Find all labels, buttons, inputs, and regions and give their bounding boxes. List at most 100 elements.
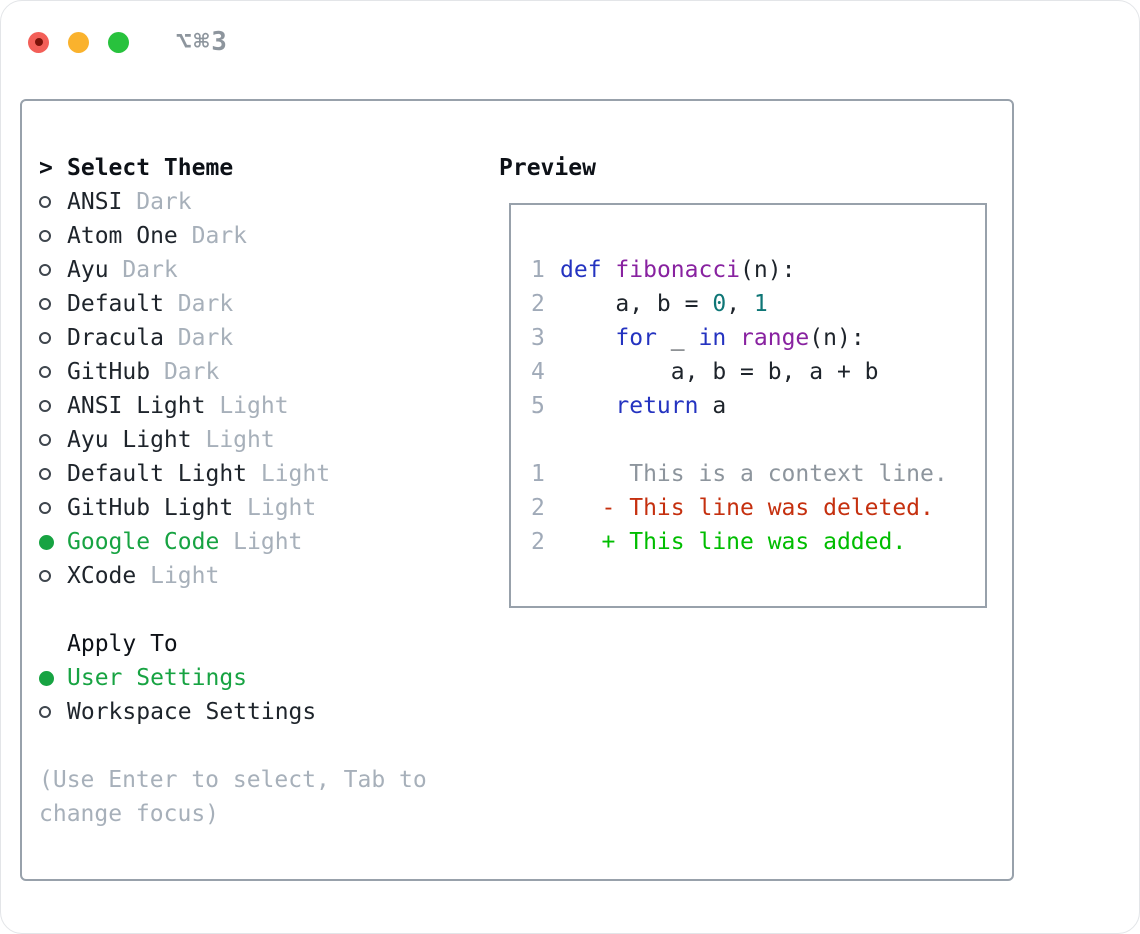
radio-cell (39, 264, 67, 276)
radio-icon (39, 196, 51, 208)
code-line: 2 + This line was added. (531, 525, 985, 559)
theme-name: ANSI Light (67, 393, 206, 419)
token-kw: def (560, 257, 602, 283)
zoom-button[interactable] (108, 31, 129, 53)
theme-variant: Light (260, 461, 331, 487)
theme-variant: Light (205, 427, 275, 453)
code-text: + This line was added. (560, 529, 907, 555)
radio-icon (39, 298, 51, 310)
radio-cell (39, 400, 67, 412)
apply-option-workspace-settings[interactable]: Workspace Settings (39, 695, 427, 729)
apply-to-header: Apply To (39, 627, 427, 661)
radio-selected-icon (39, 534, 54, 550)
apply-option-label: User Settings (67, 665, 248, 691)
radio-icon (39, 264, 51, 276)
line-number: 5 (531, 393, 545, 419)
theme-variant: Dark (122, 257, 178, 283)
line-number: 2 (531, 495, 545, 521)
spacer (39, 729, 427, 763)
code-text: a, b = 0, 1 (560, 291, 768, 317)
apply-to-title: Apply To (67, 631, 178, 657)
token-pl (560, 393, 615, 419)
radio-selected-icon (39, 670, 54, 686)
titlebar: ⌥⌘3 (28, 27, 229, 57)
theme-item-atom-one[interactable]: Atom One Dark (39, 219, 427, 253)
theme-item-default-light[interactable]: Default Light Light (39, 457, 427, 491)
line-number: 3 (531, 325, 545, 351)
theme-item-ayu[interactable]: Ayu Dark (39, 253, 427, 287)
token-pl: (n): (740, 257, 796, 283)
code-line: 3 for _ in range(n): (531, 321, 985, 355)
code-text: def fibonacci(n): (560, 257, 795, 283)
theme-name: Default Light (67, 461, 248, 487)
theme-variant: Light (233, 529, 303, 555)
close-button[interactable] (28, 31, 49, 53)
code-line (531, 423, 985, 457)
close-dot-icon (34, 38, 43, 46)
minimize-button[interactable] (68, 31, 89, 53)
token-add: + This line was added. (560, 529, 907, 555)
radio-icon (39, 366, 51, 378)
code-text: a, b = b, a + b (560, 359, 879, 385)
code-text: This is a context line. (560, 461, 948, 487)
token-pl (726, 325, 740, 351)
theme-name: Ayu (67, 257, 109, 283)
help-line-2: change focus) (39, 801, 220, 827)
token-kw: in (698, 325, 727, 351)
radio-icon (39, 230, 51, 242)
line-number: 2 (531, 291, 545, 317)
theme-name: Default (67, 291, 164, 317)
theme-variant: Dark (136, 189, 192, 215)
code-text: for _ in range(n): (560, 325, 864, 351)
theme-variant: Light (219, 393, 289, 419)
radio-cell (39, 706, 67, 718)
code-line: 5 return a (531, 389, 985, 423)
radio-cell (39, 196, 67, 208)
theme-name: GitHub (67, 359, 151, 385)
preview-title: Preview (499, 155, 596, 181)
help-line-1: (Use Enter to select, Tab to (39, 767, 427, 793)
radio-icon (39, 332, 51, 344)
radio-cell (39, 534, 67, 550)
help-text: (Use Enter to select, Tab to change focus… (39, 763, 427, 831)
radio-icon (39, 570, 51, 582)
code-line: 2 - This line was deleted. (531, 491, 985, 525)
theme-name: XCode (67, 563, 137, 589)
line-number: 4 (531, 359, 545, 385)
cursor-cell: > (39, 155, 67, 181)
theme-variant: Light (150, 563, 220, 589)
code-line: 1 This is a context line. (531, 457, 985, 491)
code-text: - This line was deleted. (560, 495, 934, 521)
token-pl: , (726, 291, 754, 317)
radio-icon (39, 468, 51, 480)
token-num: 1 (753, 291, 768, 317)
token-pl: a, b = (560, 291, 713, 317)
apply-option-user-settings[interactable]: User Settings (39, 661, 427, 695)
radio-cell (39, 366, 67, 378)
theme-item-xcode[interactable]: XCode Light (39, 559, 427, 593)
theme-name: Atom One (67, 223, 178, 249)
theme-variant: Dark (177, 325, 234, 351)
token-fn: range (740, 325, 810, 351)
code-line: 4 a, b = b, a + b (531, 355, 985, 389)
theme-variant: Dark (191, 223, 248, 249)
token-del: - This line was deleted. (560, 495, 934, 521)
token-ctx: This is a context line. (560, 461, 948, 487)
theme-item-ansi-light[interactable]: ANSI Light Light (39, 389, 427, 423)
radio-cell (39, 570, 67, 582)
radio-cell (39, 468, 67, 480)
